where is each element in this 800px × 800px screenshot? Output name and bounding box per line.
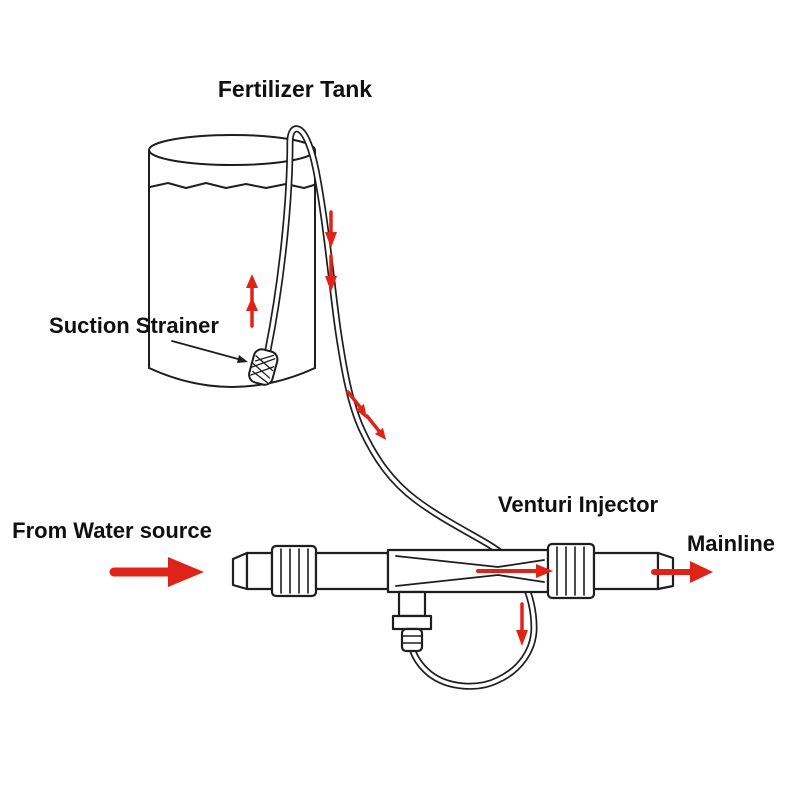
flow-arrows bbox=[109, 210, 713, 646]
diagram-labels: Fertilizer Tank Suction Strainer From Wa… bbox=[12, 76, 775, 556]
suction-strainer-label: Suction Strainer bbox=[49, 313, 219, 338]
fertilizer-tank-shape bbox=[148, 134, 316, 388]
mainline-label: Mainline bbox=[687, 531, 775, 556]
suction-tube-core bbox=[266, 126, 536, 689]
strainer-pointer-arrow bbox=[171, 340, 248, 363]
pipe-flow-arrow bbox=[476, 564, 553, 578]
tube-down-arrow-1 bbox=[325, 210, 337, 248]
fertilizer-tank-label: Fertilizer Tank bbox=[218, 76, 372, 102]
coupling-nut-left bbox=[270, 544, 318, 598]
coupling-nut-right bbox=[546, 542, 596, 600]
tank-up-arrow-2 bbox=[246, 274, 258, 302]
water-source-arrow bbox=[109, 557, 204, 587]
pipe-right-segment bbox=[592, 551, 660, 591]
venturi-suction-port bbox=[391, 590, 433, 653]
pipe-left-segment bbox=[245, 551, 274, 591]
liquid-level-line bbox=[149, 182, 315, 189]
from-water-source-label: From Water source bbox=[12, 518, 212, 543]
mainline-arrow bbox=[651, 561, 713, 583]
suction-strainer-shape bbox=[248, 348, 279, 386]
mainline-pipe-assembly bbox=[231, 542, 675, 653]
line-art bbox=[148, 125, 675, 690]
pipe-left-end bbox=[231, 551, 249, 591]
tube-diagonal-arrow-1 bbox=[346, 390, 367, 419]
pipe-mid-segment bbox=[314, 551, 390, 591]
tube-diagonal-arrow-2 bbox=[365, 414, 386, 440]
tube-down-arrow-2 bbox=[325, 254, 337, 292]
suction-loop-down-arrow bbox=[516, 602, 528, 646]
venturi-injector-label: Venturi Injector bbox=[498, 492, 659, 517]
tank-up-arrow-1 bbox=[246, 297, 258, 328]
